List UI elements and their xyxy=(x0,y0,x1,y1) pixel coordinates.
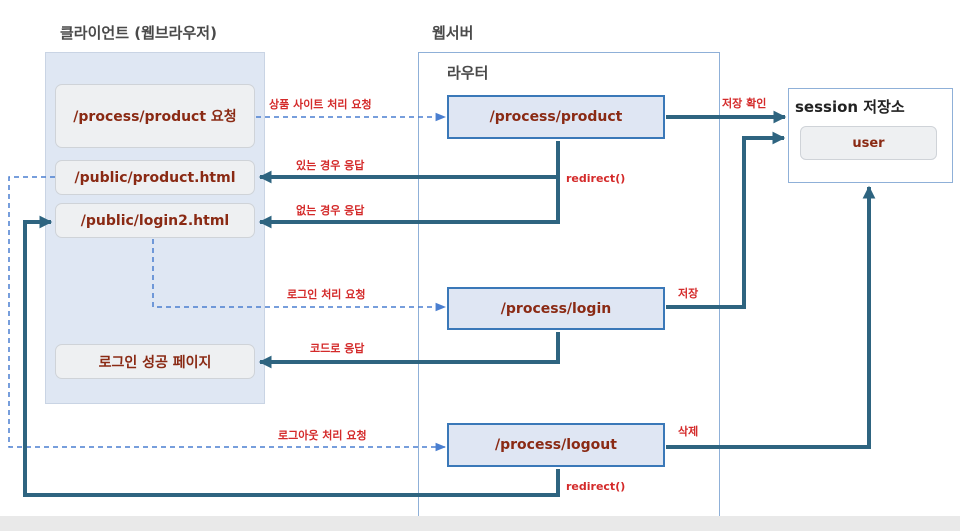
arrow-delete xyxy=(666,185,876,449)
client-title: 클라이언트 (웹브라우저) xyxy=(60,24,217,42)
arrow-logout-request xyxy=(8,176,447,452)
arrow-if-not-exists xyxy=(258,177,560,229)
label-delete: 삭제 xyxy=(678,425,699,438)
label-logout-request: 로그아웃 처리 요청 xyxy=(278,429,367,442)
client-box-product-request: /process/product 요청 xyxy=(55,84,255,148)
label-product-request: 상품 사이트 처리 요청 xyxy=(269,98,372,111)
arrow-store xyxy=(666,131,786,309)
route-process-login: /process/login xyxy=(447,287,665,330)
arrow-code-response xyxy=(258,332,560,369)
route-process-logout: /process/logout xyxy=(447,423,665,467)
label-redirect-1: redirect() xyxy=(566,172,626,185)
label-code-response: 코드로 응답 xyxy=(310,342,365,355)
route-process-product: /process/product xyxy=(447,95,665,139)
session-user-item: user xyxy=(800,126,937,160)
bottom-strip xyxy=(0,516,960,531)
label-check-store: 저장 확인 xyxy=(722,97,767,110)
arrow-redirect-logout xyxy=(23,215,560,497)
router-label: 라우터 xyxy=(447,64,489,82)
client-box-login-html: /public/login2.html xyxy=(55,203,255,238)
label-store: 저장 xyxy=(678,287,699,300)
server-title: 웹서버 xyxy=(432,24,474,42)
client-box-product-html: /public/product.html xyxy=(55,160,255,195)
arrow-login-request xyxy=(152,239,447,312)
label-if-exists: 있는 경우 응답 xyxy=(296,159,365,172)
label-redirect-2: redirect() xyxy=(566,480,626,493)
label-login-request: 로그인 처리 요청 xyxy=(287,288,366,301)
label-if-not-exists: 없는 경우 응답 xyxy=(296,204,365,217)
session-title: session 저장소 xyxy=(795,98,905,116)
client-box-login-success: 로그인 성공 페이지 xyxy=(55,344,255,379)
